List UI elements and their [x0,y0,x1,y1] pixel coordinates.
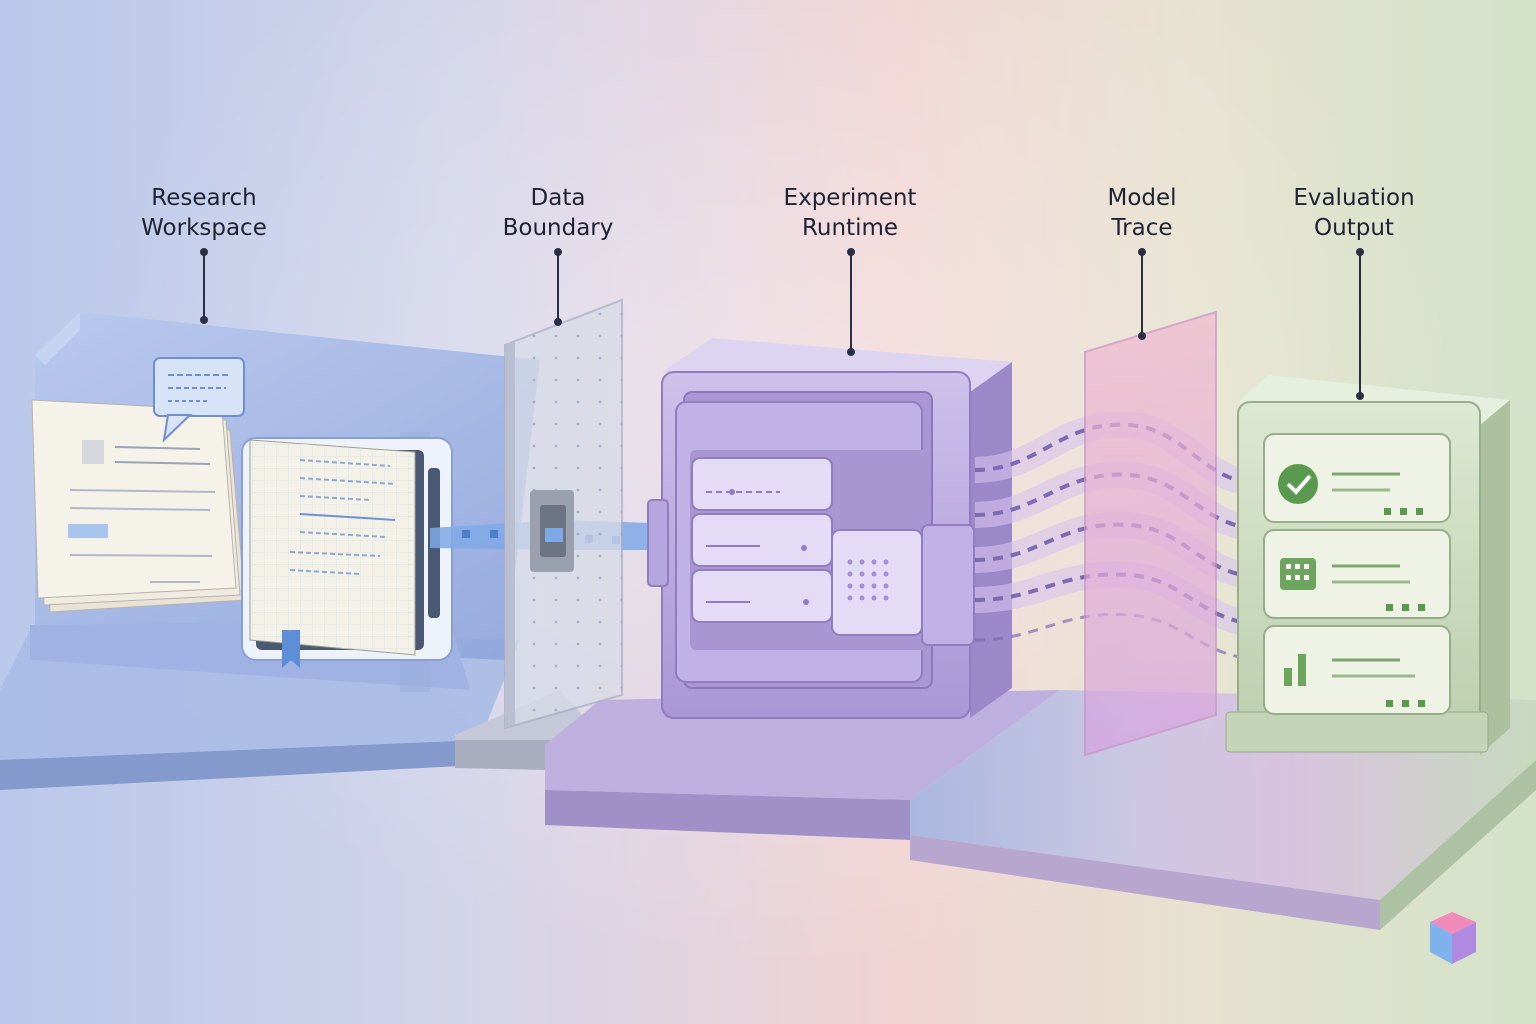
server-unit [691,513,833,567]
experiment-runtime-module [647,338,1012,719]
evaluation-card [1263,625,1451,715]
server-unit [691,457,833,511]
evaluation-card [1263,529,1451,619]
cube-logo-icon [1430,912,1476,964]
model-trace-panel [1084,310,1217,757]
research-workspace-module [30,312,540,692]
label-data-boundary: Data Boundary [502,185,614,241]
comment-bubble-icon [153,357,245,443]
evaluation-output-module [1225,375,1510,755]
check-icon [1278,464,1318,504]
callout-leader-lines [200,248,1364,400]
evaluation-card [1263,433,1451,523]
label-experiment-runtime: Experiment Runtime [783,185,917,241]
label-model-trace: Model Trace [1107,185,1177,241]
processor-unit [831,529,923,636]
notebook-tablet [241,437,453,668]
data-boundary-panel [504,298,623,730]
bar-chart-icon [1284,654,1306,686]
grid-icon [1280,558,1316,590]
server-unit [691,569,833,623]
document-stack [31,399,246,613]
label-research-workspace: Research Workspace [141,185,267,241]
label-evaluation-output: Evaluation Output [1293,185,1415,241]
